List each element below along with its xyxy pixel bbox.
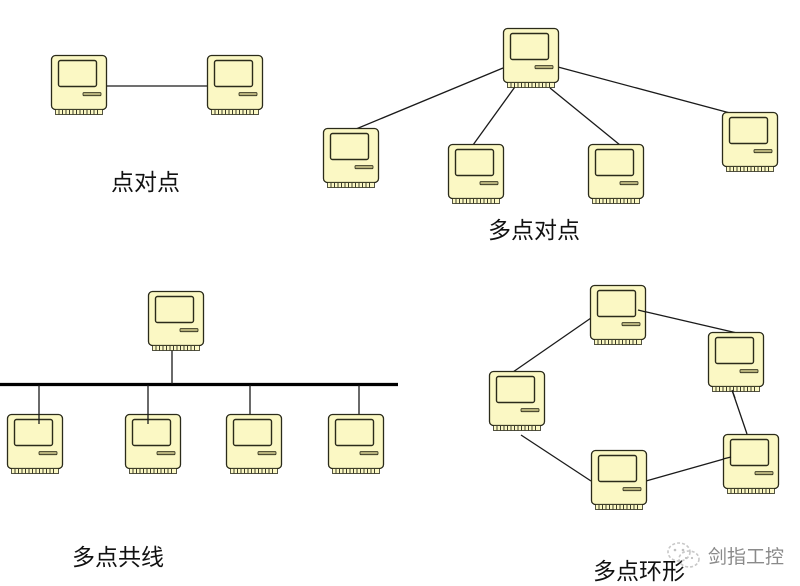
computer-icon: [225, 413, 283, 475]
label-ring: 多点环形: [593, 559, 685, 585]
label-multipoint: 多点对点: [488, 218, 580, 244]
computer-icon: [722, 433, 780, 495]
computer-icon: [6, 413, 64, 475]
label-bus: 多点共线: [72, 545, 164, 571]
bus-diagram: [0, 290, 398, 475]
computer-icon: [502, 27, 560, 89]
computer-icon: [50, 54, 108, 116]
link-hub-n3: [549, 87, 621, 146]
computer-icon: [206, 54, 264, 116]
wechat-icon: [664, 540, 704, 570]
link-rightbottom-bottom-overlay: [722, 456, 732, 460]
link-top-righttop: [637, 309, 738, 334]
watermark: 剑指工控: [664, 540, 784, 570]
computer-icon: [447, 143, 505, 205]
computer-icon: [488, 370, 546, 432]
computer-icon: [587, 143, 645, 205]
link-top-left: [512, 317, 592, 373]
watermark-text: 剑指工控: [708, 545, 785, 568]
link-rightbottom-bottom: [645, 456, 732, 482]
ring-diagram: [488, 284, 780, 511]
link-hub-n4: [557, 66, 731, 114]
computer-icon: [124, 413, 182, 475]
computer-icon: [721, 111, 779, 173]
link-top-righttop-overlay: [637, 309, 647, 313]
link-hub-n1: [355, 67, 504, 130]
computer-icon: [322, 127, 380, 189]
link-bottom-left: [520, 434, 592, 482]
label-point-to-point: 点对点: [111, 170, 180, 196]
point-to-point-diagram: [50, 54, 264, 116]
link-hub-n2: [472, 83, 518, 146]
computer-icon: [589, 284, 647, 346]
multipoint-diagram: [322, 27, 779, 205]
link-righttop-rightbottom-overlay: [731, 389, 736, 399]
computer-icon: [327, 413, 385, 475]
computer-icon: [147, 290, 205, 352]
computer-icon: [707, 331, 765, 393]
computer-icon: [590, 449, 648, 511]
